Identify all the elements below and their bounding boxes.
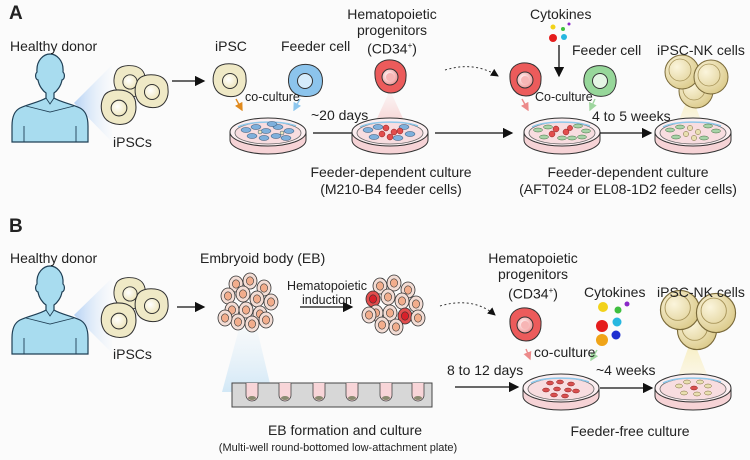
- eb-culture-label-line1: EB formation and culture: [267, 422, 423, 438]
- weeks-label: 4 to 5 weeks: [592, 108, 671, 124]
- ipscs-label: iPSCs: [113, 346, 152, 362]
- progenitor-cell-icon: [374, 59, 407, 94]
- nk-cells-label: iPSC-NK cells: [657, 284, 745, 300]
- embryoid-body-icon: [217, 272, 279, 333]
- embryoid-body-icon: [361, 274, 426, 336]
- culture-label-line1: Feeder-dependent culture: [547, 164, 709, 180]
- induction-label-line1: Hematopoietic: [287, 279, 367, 293]
- arrow-icon: [234, 98, 243, 112]
- person-silhouette-icon: [11, 53, 89, 143]
- stem-cell-icon: [100, 302, 137, 338]
- culture-label-line2: (AFT024 or EL08-1D2 feeder cells): [519, 181, 737, 197]
- arrow-icon: [590, 349, 599, 362]
- donor-label: Healthy donor: [10, 38, 98, 54]
- days-label: ~20 days: [311, 107, 369, 123]
- feeder-cell-label: Feeder cell: [572, 42, 642, 58]
- hp-label-line2: progenitors: [356, 22, 428, 38]
- arrow-icon: [520, 98, 529, 112]
- stem-cell-icon: [134, 74, 169, 109]
- nk-cell-icon: [693, 59, 729, 95]
- cytokine-dots-icon: [549, 22, 571, 42]
- hp-label-line1: Hematopoietic: [347, 6, 437, 22]
- eb-culture-label-line2: (Multi-well round-bottomed low-attachmen…: [218, 442, 458, 454]
- arrow-icon: [523, 348, 532, 361]
- coculture-label: Co-culture: [535, 90, 593, 104]
- ipsc-label: iPSC: [215, 38, 247, 54]
- feeder-cell-label: Feeder cell: [281, 38, 351, 54]
- stem-cell-icon: [212, 63, 247, 98]
- feeder-cells-in-dish: [240, 121, 295, 141]
- petri-dish-icon: [522, 373, 600, 411]
- cells-in-dish: [542, 379, 580, 399]
- hp-label-line1: Hematopoietic: [488, 250, 578, 266]
- cells-in-dish: [362, 124, 416, 141]
- feeder-cell-icon: [583, 65, 617, 97]
- cells-in-dish: [533, 123, 591, 141]
- donor-beam: [74, 65, 112, 142]
- panel-b-letter: B: [9, 216, 23, 237]
- person-silhouette-icon: [11, 265, 89, 355]
- arrow-icon: [589, 98, 597, 112]
- cells-in-dish: [665, 123, 721, 141]
- dotted-arrow-icon: [444, 66, 499, 77]
- weeks-label: ~4 weeks: [596, 362, 656, 378]
- ipscs-label: iPSCs: [113, 134, 152, 150]
- stem-cell-icon: [134, 288, 169, 323]
- cytokines-label: Cytokines: [584, 284, 646, 300]
- stem-cell-icon: [100, 89, 137, 125]
- feeder-cell-icon: [288, 63, 323, 97]
- nk-cell-icon: [664, 54, 700, 90]
- well-plate-icon: [231, 382, 433, 408]
- days-label: 8 to 12 days: [447, 362, 524, 378]
- feeder-free-label: Feeder-free culture: [570, 423, 690, 439]
- eb-beam: [222, 325, 272, 392]
- eb-label: Embryoid body (EB): [200, 250, 326, 266]
- cytokines-label: Cytokines: [530, 6, 592, 22]
- donor-beam: [74, 278, 112, 353]
- hp-label-line2: progenitors: [497, 266, 569, 282]
- cytokine-dots-icon: [596, 301, 630, 346]
- culture-label-line2: (M210-B4 feeder cells): [320, 181, 462, 197]
- petri-dish-icon: [654, 373, 732, 411]
- dotted-arrow-icon: [439, 302, 496, 316]
- hp-label-line3: (CD34+): [508, 285, 558, 302]
- induction-label-line2: induction: [301, 293, 353, 307]
- panel-a-letter: A: [9, 3, 23, 24]
- culture-label-line1: Feeder-dependent culture: [310, 164, 472, 180]
- progenitor-cell-icon: [509, 307, 542, 342]
- nk-cells-label: iPSC-NK cells: [657, 42, 745, 58]
- coculture-label: co-culture: [534, 344, 596, 360]
- panel-a-graphics: [11, 22, 732, 155]
- hp-label-line3: (CD34+): [367, 40, 417, 57]
- panel-b-graphics: [11, 265, 737, 411]
- arrow-icon: [293, 98, 302, 112]
- nk-beam: [676, 337, 710, 382]
- cells-in-dish: [675, 379, 712, 397]
- hp-beam: [374, 90, 406, 125]
- coculture-label: co-culture: [245, 90, 300, 104]
- donor-label: Healthy donor: [10, 250, 98, 266]
